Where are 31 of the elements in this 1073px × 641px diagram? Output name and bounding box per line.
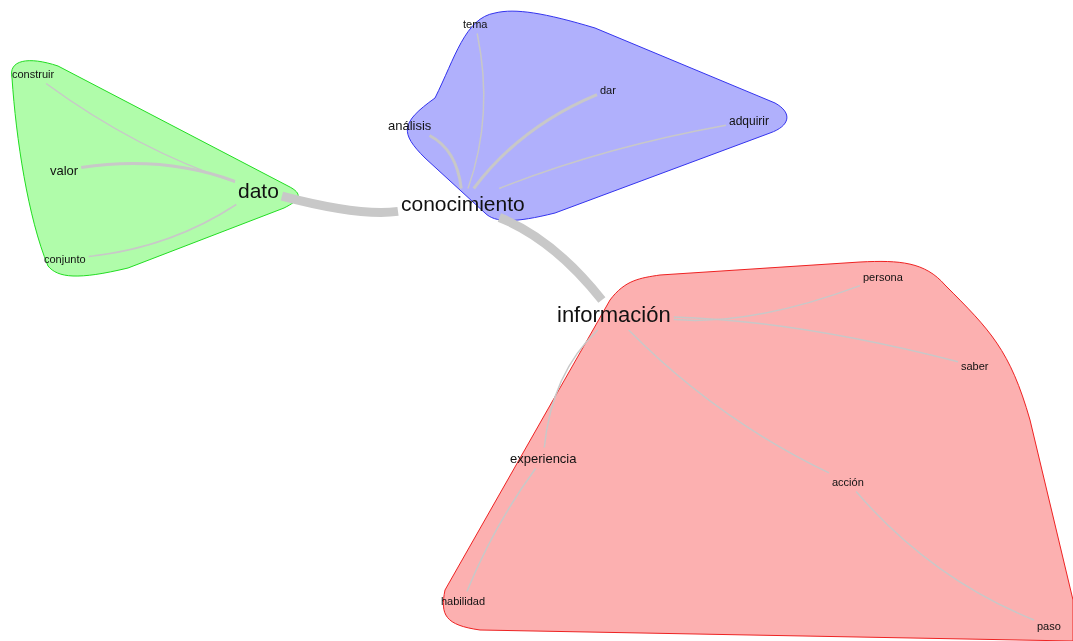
- edge-line: [87, 203, 238, 258]
- edge-line: [466, 467, 537, 593]
- edge-line: [543, 329, 599, 449]
- edge-line: [45, 82, 236, 184]
- word-label: experiencia: [510, 451, 577, 465]
- edge-line: [280, 191, 399, 217]
- word-label: tema: [463, 18, 488, 30]
- edge-line: [497, 213, 606, 303]
- word-label: conjunto: [44, 253, 86, 265]
- edge-line: [672, 284, 861, 322]
- edge-line: [467, 32, 485, 190]
- word-label: habilidad: [441, 595, 486, 607]
- edge-line: [627, 329, 830, 474]
- edge-line: [672, 316, 959, 363]
- word-label: paso: [1037, 620, 1061, 632]
- word-label: dar: [600, 84, 616, 96]
- word-label: construir: [12, 68, 55, 80]
- word-label: saber: [961, 360, 989, 372]
- edge-line: [855, 490, 1035, 621]
- word-label: valor: [50, 163, 79, 177]
- word-label: acción: [832, 476, 864, 488]
- word-label: adquirir: [729, 115, 770, 127]
- edge-line: [498, 124, 727, 190]
- word-label: información: [557, 304, 671, 326]
- cluster-hull: [440, 258, 1073, 641]
- edge-line: [428, 134, 463, 189]
- word-label: análisis: [388, 118, 432, 132]
- word-label: persona: [863, 271, 903, 283]
- word-label: dato: [238, 179, 279, 201]
- edge-line: [472, 93, 598, 190]
- edge-line: [81, 162, 236, 183]
